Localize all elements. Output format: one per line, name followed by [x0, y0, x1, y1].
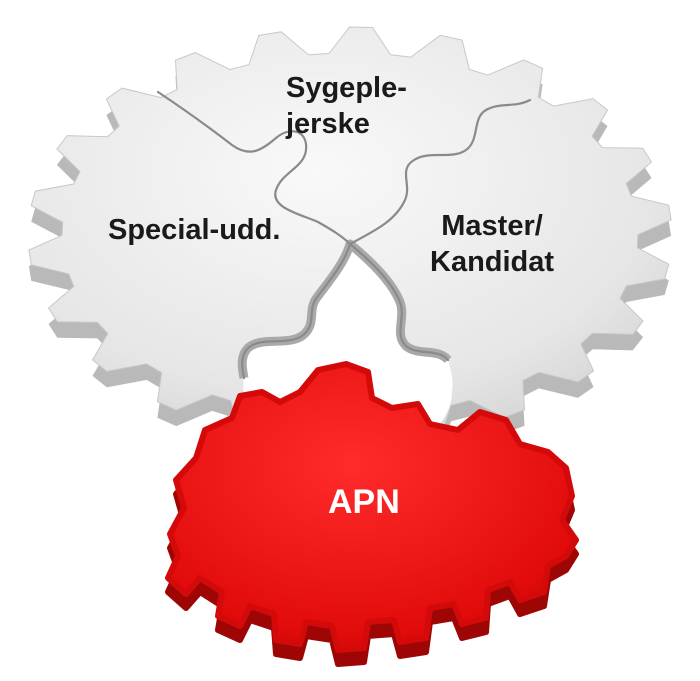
seam-top-left: [156, 90, 352, 246]
label-master-kandidat: Master/ Kandidat: [430, 208, 554, 280]
grey-gear-face: [28, 26, 672, 444]
label-special-udd: Special-udd.: [108, 214, 281, 246]
label-apn: APN: [328, 483, 400, 521]
puzzle-seams: [156, 90, 532, 380]
label-sygeplejerske-line2: jerske: [286, 108, 370, 140]
red-piece-face: [165, 361, 579, 653]
label-sygeplejerske: Sygeple- jerske: [286, 70, 407, 142]
seam-left-right: [241, 242, 352, 380]
label-sygeplejerske-line1: Sygeple-: [286, 72, 407, 104]
label-master-line2: Kandidat: [430, 246, 555, 278]
label-master-line1: Master/: [441, 210, 543, 242]
seam-right-bottom: [348, 242, 450, 362]
seam-top-right: [348, 98, 532, 246]
